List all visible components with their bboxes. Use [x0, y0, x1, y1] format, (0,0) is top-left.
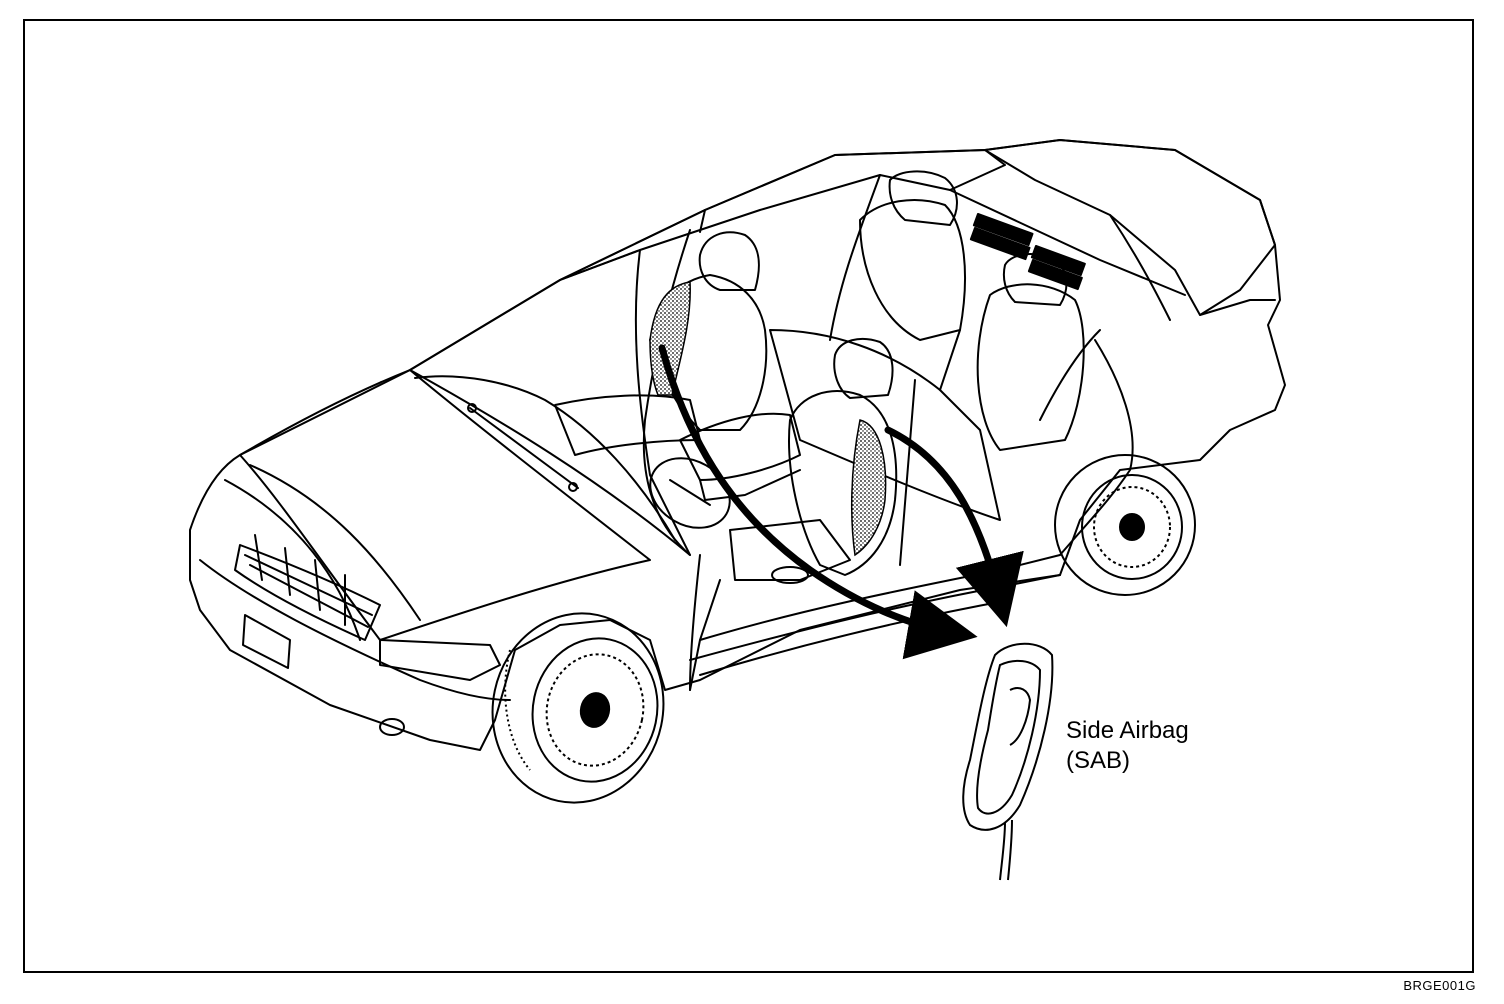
license-plate — [242, 614, 291, 669]
diagram-frame — [23, 19, 1474, 973]
callout-line-2: (SAB) — [1066, 747, 1131, 774]
front-passenger-headrest — [698, 231, 760, 291]
front-wheel — [491, 612, 665, 804]
car-body-outline — [189, 139, 1286, 751]
figure-code: BRGE001G — [1403, 978, 1476, 993]
rear-seat-left-headrest — [888, 170, 958, 226]
side-airbag-module — [962, 642, 1054, 881]
location-arrows — [658, 344, 1024, 660]
seat-airbag-locations — [649, 281, 887, 557]
steering-wheel — [649, 457, 731, 529]
headlight — [379, 639, 501, 681]
seat-adjust-knob — [771, 566, 809, 584]
front-grille — [234, 544, 381, 641]
trunk-lid — [984, 139, 1276, 316]
front-bumper — [199, 559, 511, 701]
front-driver-headrest — [833, 337, 894, 399]
side-airbag-callout: Side Airbag (SAB) — [1066, 716, 1189, 776]
rear-wheel — [1054, 454, 1196, 596]
rear-seat-left — [859, 199, 966, 341]
hood — [239, 369, 651, 641]
callout-line-1: Side Airbag — [1066, 717, 1189, 744]
fog-light — [379, 718, 405, 736]
rear-seat-right — [976, 283, 1085, 451]
a-pillar — [642, 229, 691, 556]
rear-seat-right-headrest — [1002, 253, 1068, 306]
rear-speaker-grilles — [969, 213, 1086, 291]
roof-cutaway — [559, 149, 1006, 281]
